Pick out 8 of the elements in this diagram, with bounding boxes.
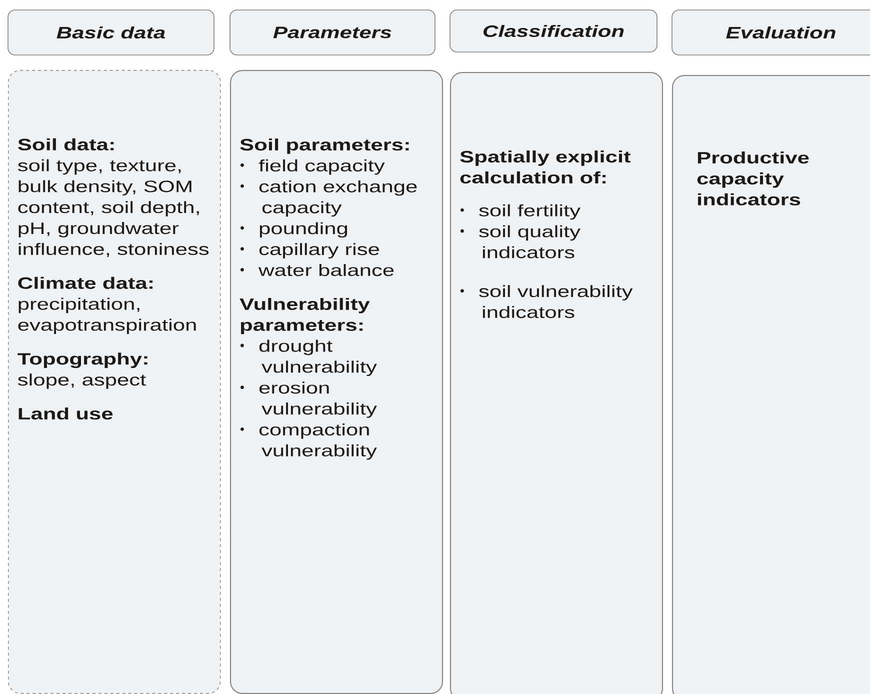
column-box: Soil data: soil type, texture, bulk density, SOM content, soil depth, pH, groundwater influence, stoniness Climate data: precipitation, evapotranspiration Topography: slope, aspect Land use (8, 70, 221, 694)
header-box: Parameters (230, 10, 436, 56)
column-box: Soil parameters: field capacity cation exchange capacity pounding capillary rise water balance Vulnerability parameters: drought vulnerability erosion vulnerability compaction vulnerability (230, 70, 443, 694)
header-box: Basic data (8, 10, 214, 56)
column-box: Productive capacity indicators (672, 75, 870, 694)
header-box: Classification (450, 10, 658, 52)
column-box: Spatially explicit calculation of: soil fertility soil quality indicators soil vulnerability indicators (450, 72, 663, 694)
header-box: Evaluation (672, 10, 870, 56)
